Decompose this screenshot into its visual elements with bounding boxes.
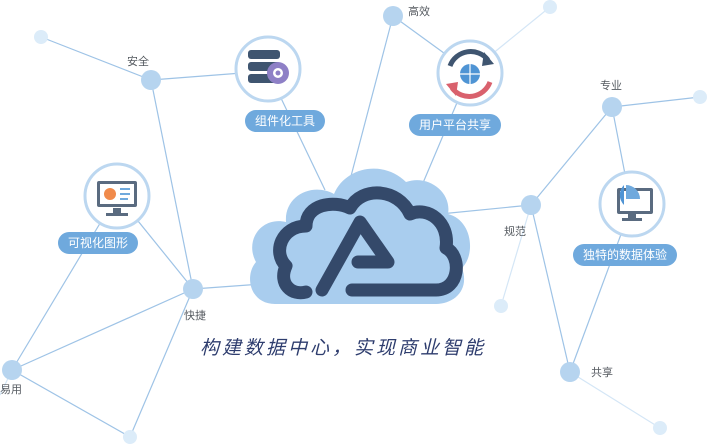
- node-guifan: [521, 195, 541, 215]
- pill-visual-graphics: 可视化图形: [57, 232, 139, 254]
- node-decor-4: [494, 299, 508, 313]
- cloud-logo: [250, 168, 471, 304]
- cloud-shape: [250, 168, 471, 304]
- node-gongxiang: [560, 362, 580, 382]
- node-decor-2: [543, 0, 557, 14]
- node-decor-6: [123, 430, 137, 444]
- cloud-outline-mark: [273, 186, 463, 300]
- node-kuaijie: [183, 279, 203, 299]
- pie-chart-icon: [598, 170, 666, 238]
- node-decor-3: [693, 90, 707, 104]
- pill-unique-data-experience: 独特的数据体验: [572, 244, 678, 266]
- label-guifan: 规范: [504, 225, 526, 238]
- node-yiyong: [2, 360, 22, 380]
- node-decor-1: [34, 30, 48, 44]
- label-anquan: 安全: [127, 55, 149, 68]
- label-kuaijie: 快捷: [184, 309, 206, 322]
- slogan: 构建数据中心，实现商业智能: [200, 337, 487, 359]
- node-anquan: [141, 70, 161, 90]
- node-decor-5: [653, 421, 667, 435]
- node-zhuanye: [602, 97, 622, 117]
- pill-user-platform-sharing: 用户平台共享: [408, 114, 502, 136]
- connection-lines-light: [0, 6, 661, 429]
- label-yiyong: 易用: [0, 383, 22, 396]
- cloud-a-mark: [315, 215, 395, 297]
- connection-lines: [11, 15, 701, 438]
- sync-globe-icon: [436, 39, 504, 107]
- pill-component-tools: 组件化工具: [244, 110, 326, 132]
- label-zhuanye: 专业: [600, 79, 622, 92]
- node-gaoxiao: [383, 6, 403, 26]
- monitor-chart-icon: [83, 162, 151, 230]
- label-gaoxiao: 高效: [408, 5, 430, 18]
- label-gongxiang: 共享: [591, 366, 613, 379]
- server-icon: [234, 35, 302, 103]
